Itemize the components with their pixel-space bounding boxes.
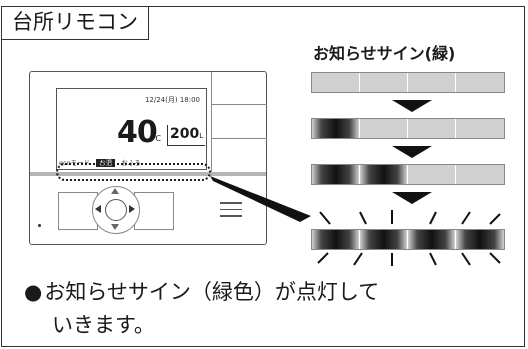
step-arrow-2 — [392, 146, 432, 158]
left-lower-button[interactable] — [58, 192, 98, 230]
caption-line-2: いきます。 — [52, 313, 155, 337]
step-arrow-1 — [392, 100, 432, 112]
sign-state-3 — [311, 164, 505, 185]
dpad-right-icon — [129, 205, 135, 213]
indicator-strip — [30, 172, 266, 176]
caption-line-1: お知らせサイン（緑色）が点灯して — [44, 280, 380, 304]
kitchen-remote: 12/24(月) 18:00 40 ℃ 200L ecoモード お湯 おふろ — [29, 71, 267, 245]
caption: ●お知らせサイン（緑色）が点灯して いきます。 — [24, 276, 379, 342]
dpad-up-icon — [111, 188, 119, 194]
temperature-value: 40 — [117, 115, 158, 150]
bullet-icon: ● — [24, 280, 43, 304]
volume-value: 200L — [167, 125, 206, 146]
sign-highlight-outline — [56, 163, 211, 181]
remote-display: 12/24(月) 18:00 40 ℃ 200L ecoモード お湯 おふろ — [56, 88, 207, 170]
sign-state-1 — [311, 72, 505, 93]
temperature-unit: ℃ — [152, 134, 161, 143]
dpad-left-icon — [95, 205, 101, 213]
dpad-down-icon — [111, 224, 119, 230]
section-title: 台所リモコン — [1, 6, 149, 40]
remote-right-buttons — [211, 72, 267, 172]
sign-state-2 — [311, 118, 505, 139]
datetime-readout: 12/24(月) 18:00 — [144, 96, 200, 104]
dpad-center-button[interactable] — [105, 199, 127, 221]
right-lower-button[interactable] — [134, 192, 174, 230]
menu-icon[interactable] — [220, 202, 242, 222]
sign-state-4 — [311, 229, 505, 250]
illustration-frame — [1, 6, 525, 347]
indicator-dot — [38, 224, 41, 227]
step-arrow-3 — [392, 192, 432, 204]
sign-label: お知らせサイン(緑) — [313, 44, 456, 63]
